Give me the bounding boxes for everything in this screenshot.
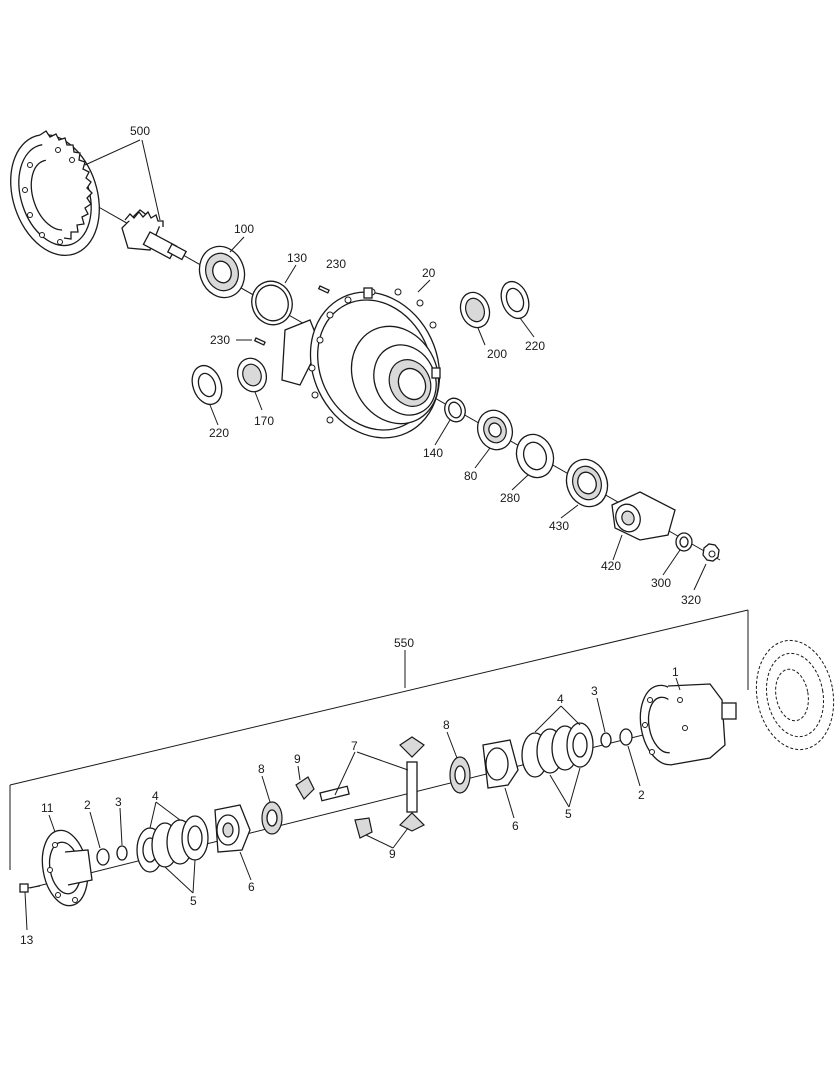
callout-80: 80 — [464, 469, 478, 483]
callout-4-left: 4 — [152, 789, 159, 803]
flange-yoke-420 — [611, 491, 676, 541]
callout-550: 550 — [394, 636, 414, 650]
callout-3-right: 3 — [591, 684, 598, 698]
callout-500: 500 — [130, 124, 150, 138]
nut-220-lower — [191, 364, 223, 406]
pinion-gear-500 — [121, 209, 188, 261]
callout-11: 11 — [41, 801, 54, 815]
bearing-80 — [476, 409, 514, 451]
bearing-100 — [198, 245, 246, 299]
washer-280 — [515, 433, 555, 479]
callout-140: 140 — [423, 446, 443, 460]
callout-230-lower: 230 — [210, 333, 230, 347]
callout-20: 20 — [422, 266, 436, 280]
callout-3-left: 3 — [115, 795, 122, 809]
upper-leader-lines — [84, 139, 707, 591]
washer-2-left — [96, 848, 110, 866]
washer-3-left — [116, 845, 128, 861]
side-gear-6-right — [482, 739, 519, 789]
clutch-plates-left — [136, 815, 209, 873]
pin-230-lower — [253, 337, 266, 346]
callout-8-right: 8 — [443, 718, 450, 732]
washer-3-right — [600, 732, 612, 748]
callout-130: 130 — [287, 251, 307, 265]
ring-gear-dashed — [755, 639, 835, 751]
bearing-200 — [459, 291, 491, 329]
washer-300 — [675, 532, 693, 552]
side-gear-6-left — [214, 804, 251, 853]
pinion-gear-9-lower — [354, 817, 373, 839]
callout-320: 320 — [681, 593, 701, 607]
callout-230-upper: 230 — [326, 257, 346, 271]
callout-9-lower: 9 — [389, 847, 396, 861]
callout-1: 1 — [672, 665, 679, 679]
callout-6-left: 6 — [248, 880, 255, 894]
callout-7: 7 — [351, 739, 358, 753]
callout-2-right: 2 — [638, 788, 645, 802]
ring-140 — [444, 397, 466, 423]
callout-9-upper: 9 — [294, 752, 301, 766]
cross-shaft-7 — [319, 736, 426, 832]
pin-230-upper — [317, 285, 330, 294]
pinion-gear-9-upper — [295, 776, 315, 800]
callout-4-right: 4 — [557, 692, 564, 706]
callout-220-upper: 220 — [525, 339, 545, 353]
callout-5-right: 5 — [565, 807, 572, 821]
ring-gear-500 — [10, 130, 100, 257]
case-half-11 — [41, 829, 93, 907]
nut-320 — [702, 543, 720, 562]
callout-430: 430 — [549, 519, 569, 533]
washer-2-right — [619, 728, 633, 746]
callout-200: 200 — [487, 347, 507, 361]
bearing-170 — [236, 357, 268, 393]
callout-300: 300 — [651, 576, 671, 590]
callout-420: 420 — [601, 559, 621, 573]
side-gear-8-right — [449, 756, 471, 794]
callout-5-left: 5 — [190, 894, 197, 908]
callout-280: 280 — [500, 491, 520, 505]
seal-430 — [565, 458, 609, 508]
bracket-550 — [9, 609, 749, 870]
clutch-plates-right — [521, 722, 594, 778]
callout-13: 13 — [20, 933, 34, 947]
lower-leader-lines — [24, 677, 681, 931]
callout-170: 170 — [254, 414, 274, 428]
nut-220-upper — [500, 280, 530, 320]
side-gear-8-left — [261, 801, 283, 835]
callout-100: 100 — [234, 222, 254, 236]
callout-2-left: 2 — [84, 798, 91, 812]
bolt-13 — [19, 883, 41, 893]
ring-130 — [251, 280, 293, 326]
callout-8-left: 8 — [258, 762, 265, 776]
case-half-1 — [639, 683, 737, 766]
callout-labels: 500 100 130 230 20 230 200 220 220 170 1… — [20, 124, 701, 947]
callout-6-right: 6 — [512, 819, 519, 833]
callout-220-lower: 220 — [209, 426, 229, 440]
differential-housing-20 — [281, 287, 441, 439]
